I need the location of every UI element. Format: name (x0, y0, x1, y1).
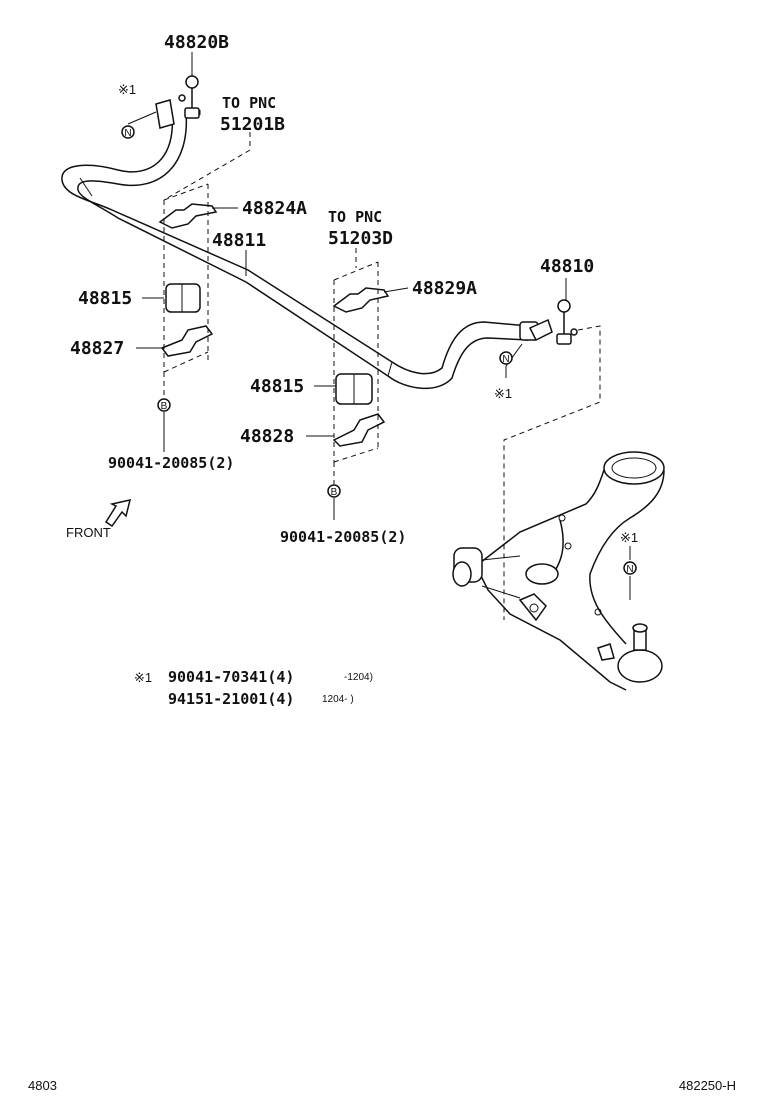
label-bolt-left: 90041-20085(2) (108, 454, 234, 472)
stabilizer-link-right (528, 299, 578, 345)
label-51201B: 51201B (220, 114, 285, 135)
callout-b-mid-text: B (331, 487, 338, 498)
stabilizer-bar (61, 111, 539, 390)
callout-b-left-text: B (161, 401, 168, 412)
front-arrow-icon (104, 499, 132, 528)
callout-n-left-text: N (124, 128, 131, 139)
label-to-pnc-1: TO PNC (222, 94, 276, 112)
note-row1-mark: ※1 (134, 670, 152, 685)
callout-b-left (157, 398, 171, 412)
stabilizer-link-left (155, 75, 200, 129)
callout-n-right (499, 351, 513, 365)
middle-bushing-assembly (332, 261, 390, 520)
label-48829A: 48829A (412, 278, 477, 299)
note-row2-part: 94151-21001(4) (168, 690, 294, 708)
lower-control-arm (452, 451, 665, 691)
label-48820B: 48820B (164, 32, 229, 53)
callout-n-right-text: N (502, 354, 509, 365)
callout-n-arm-text: N (626, 564, 633, 575)
left-bushing-assembly (158, 183, 218, 452)
label-48811: 48811 (212, 230, 266, 251)
note-mark-arm: ※1 (620, 530, 638, 545)
notes-block: ※1 90041-70341(4) -1204) 94151-21001(4) … (134, 668, 373, 708)
note-row1-range: -1204) (344, 672, 373, 683)
label-51203D: 51203D (328, 228, 393, 249)
note-mark-left: ※1 (118, 82, 136, 97)
note-mark-right: ※1 (494, 386, 512, 401)
callout-markers: N N N B B (121, 125, 637, 575)
label-bolt-mid: 90041-20085(2) (280, 528, 406, 546)
label-48815-left: 48815 (78, 288, 132, 309)
callout-n-left (121, 125, 135, 139)
label-48828: 48828 (240, 426, 294, 447)
guide-lines (163, 110, 601, 620)
callout-b-mid (327, 484, 341, 498)
note-row1-part: 90041-70341(4) (168, 668, 294, 686)
footer-right-code: 482250-H (679, 1078, 736, 1093)
label-48824A: 48824A (242, 198, 307, 219)
label-front: FRONT (66, 525, 111, 540)
note-row2-range: 1204- ) (322, 694, 354, 705)
label-48827: 48827 (70, 338, 124, 359)
leader-lines (127, 52, 631, 600)
label-to-pnc-2: TO PNC (328, 208, 382, 226)
label-48815-mid: 48815 (250, 376, 304, 397)
label-48810: 48810 (540, 256, 594, 277)
callout-n-arm (623, 561, 637, 575)
footer-left-code: 4803 (28, 1078, 57, 1093)
